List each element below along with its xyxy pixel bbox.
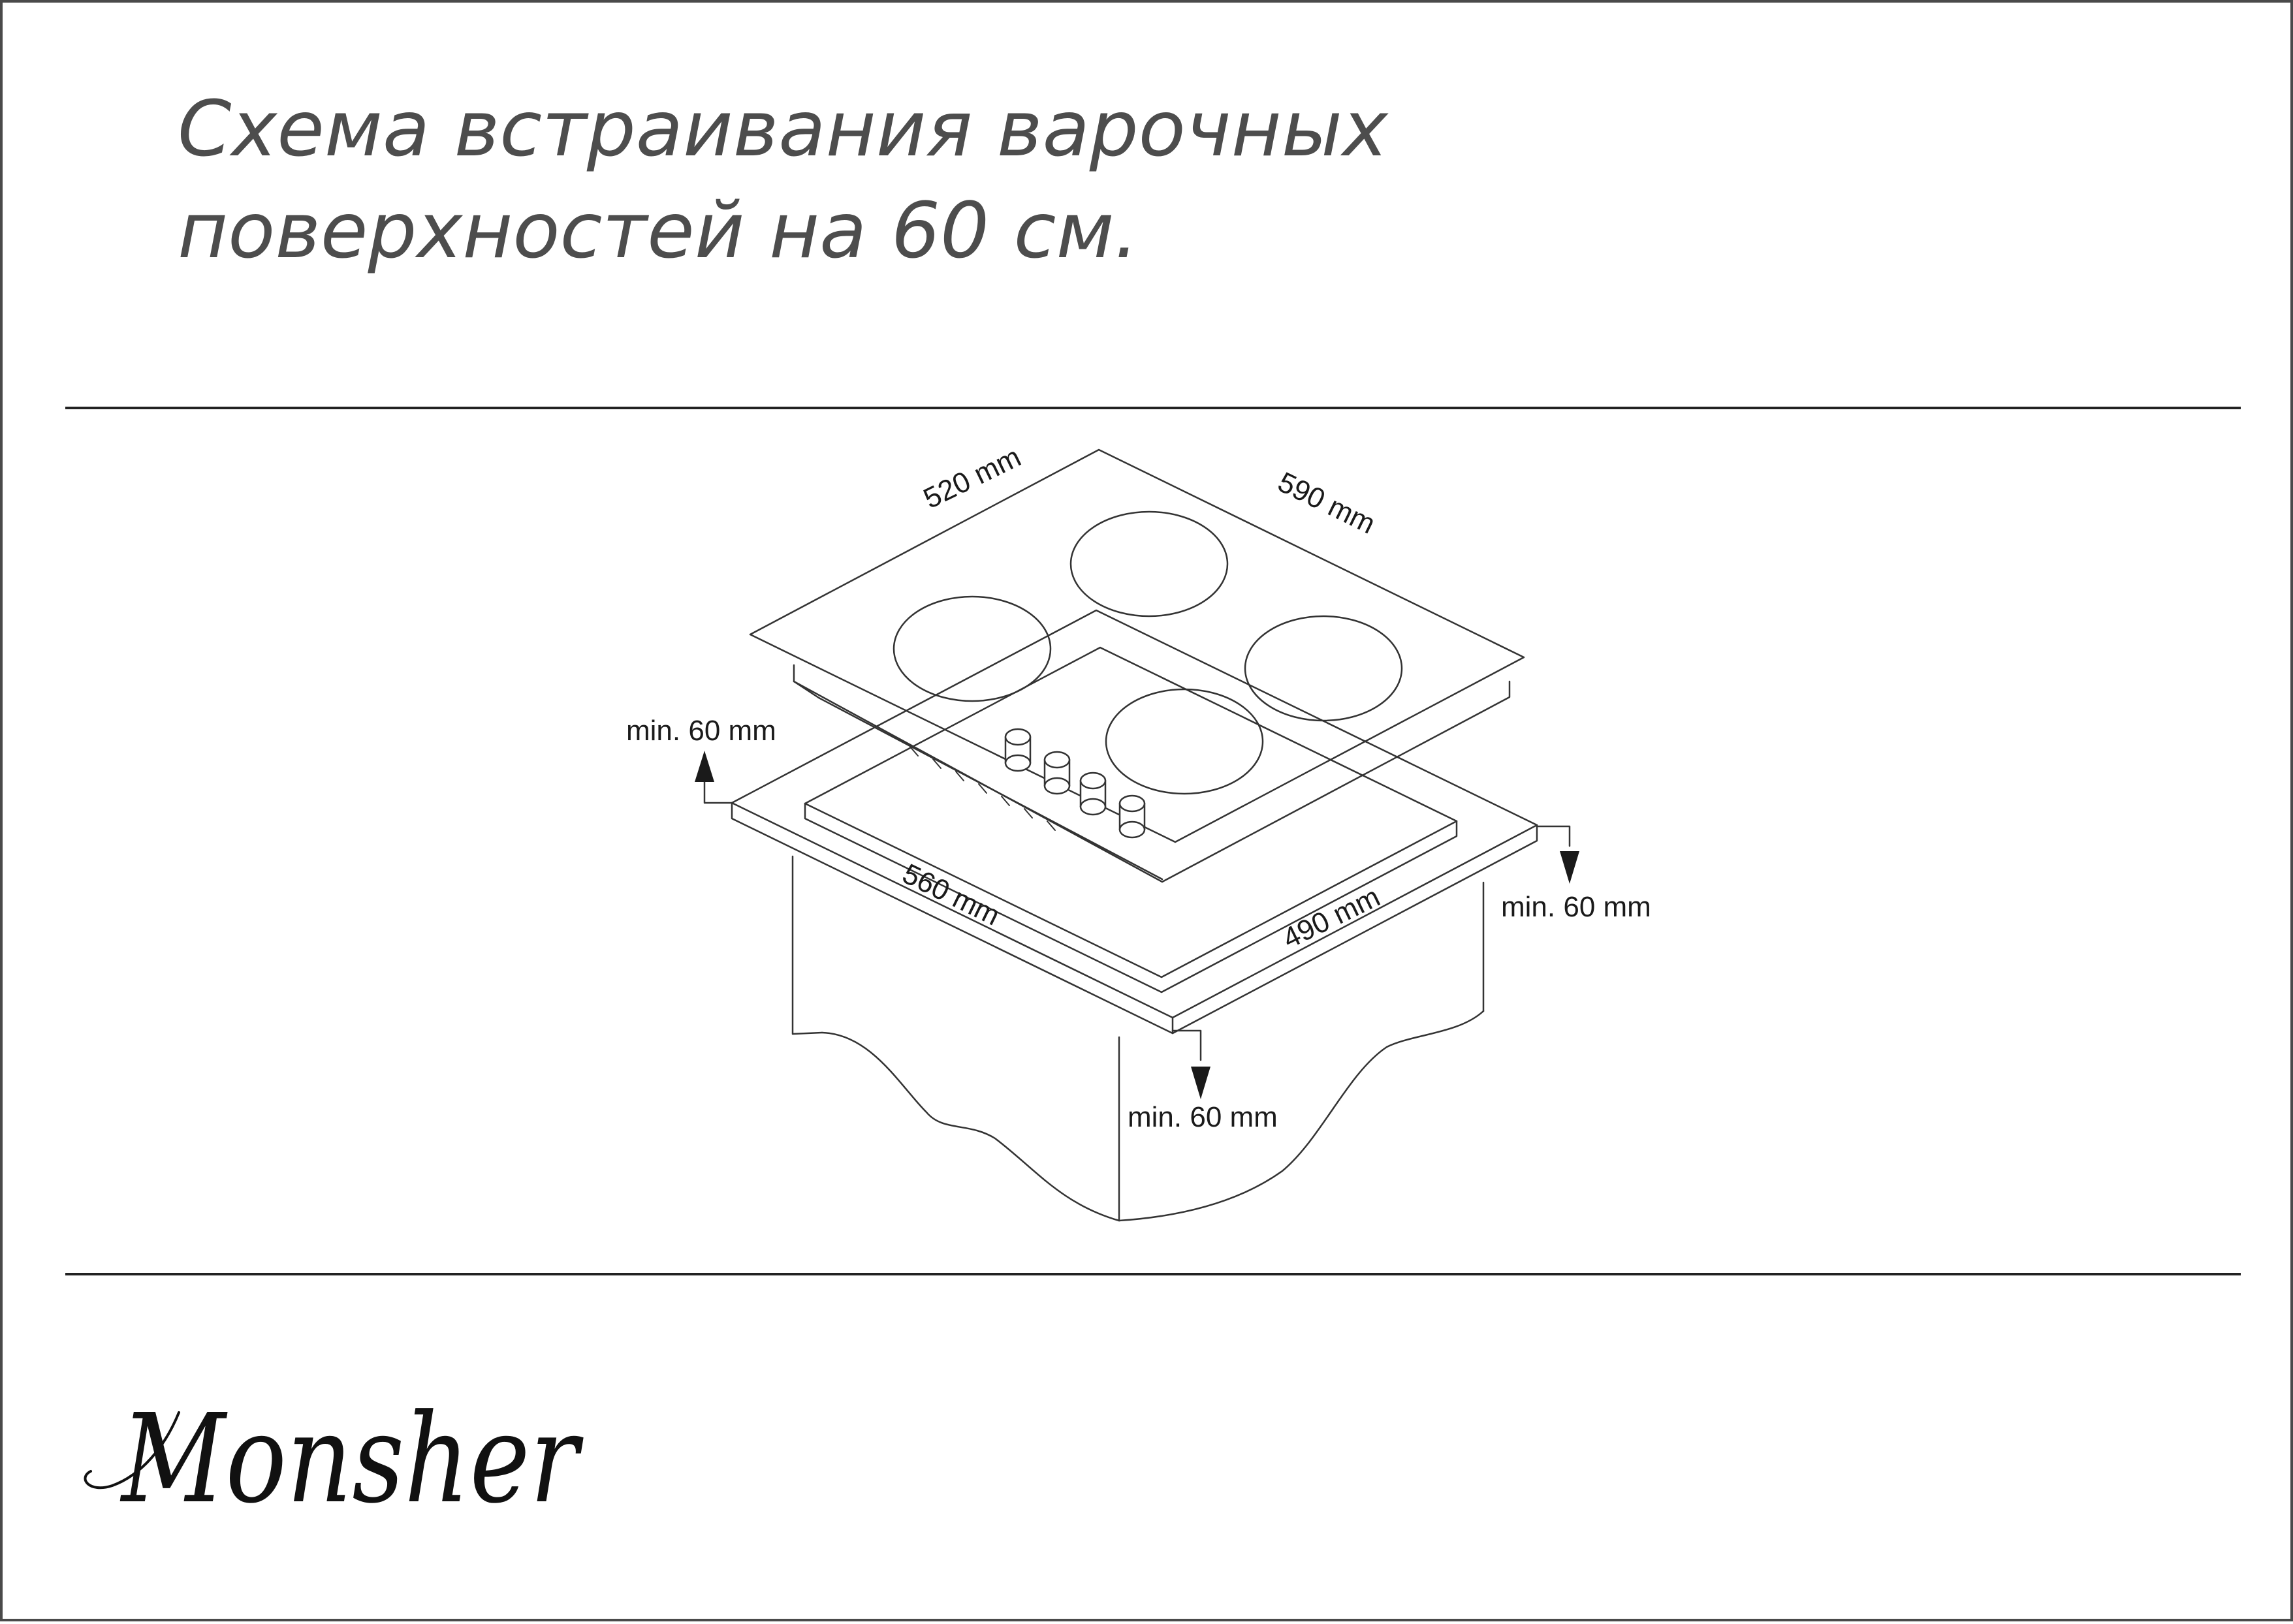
cabinet-body — [791, 855, 1485, 1222]
title-line-2: поверхностей на 60 см. — [178, 185, 1139, 275]
control-knobs — [1004, 728, 1146, 839]
burner-rings — [893, 510, 1403, 795]
installation-diagram: 520 mm 590 mm 560 mm 490 mm min. 60 mm m… — [626, 441, 1651, 1222]
countertop — [731, 609, 1538, 1035]
label-hob-width: 590 mm — [1273, 466, 1380, 540]
burner-back — [1069, 510, 1229, 617]
clearance-arrows — [695, 751, 1579, 1099]
top-divider — [65, 407, 2241, 409]
burner-right — [1244, 615, 1403, 722]
knob-4 — [1118, 794, 1146, 839]
label-cutout-depth: 490 mm — [1278, 881, 1385, 955]
arrow-down-front — [1191, 1067, 1210, 1099]
label-clearance-back: min. 60 mm — [626, 715, 776, 747]
title-line-1: Схема встраивания варочных — [178, 84, 1388, 174]
label-clearance-side: min. 60 mm — [1501, 891, 1651, 923]
front-vents — [909, 746, 1056, 831]
burner-left — [893, 595, 1052, 702]
monsher-logo: Monsher — [84, 1388, 584, 1531]
label-clearance-front: min. 60 mm — [1128, 1101, 1278, 1133]
burner-front — [1105, 688, 1264, 795]
arrow-down-side — [1560, 851, 1579, 884]
arrow-up-back — [695, 751, 714, 782]
hob — [749, 448, 1525, 883]
label-hob-depth: 520 mm — [919, 441, 1026, 515]
knob-1 — [1004, 728, 1032, 772]
svg-text:Monsher: Monsher — [120, 1388, 584, 1531]
label-cutout-width: 560 mm — [898, 858, 1005, 932]
knob-2 — [1043, 751, 1071, 795]
knob-3 — [1079, 772, 1107, 816]
clearance-leaders — [703, 778, 1571, 1061]
bottom-divider — [65, 1273, 2241, 1275]
